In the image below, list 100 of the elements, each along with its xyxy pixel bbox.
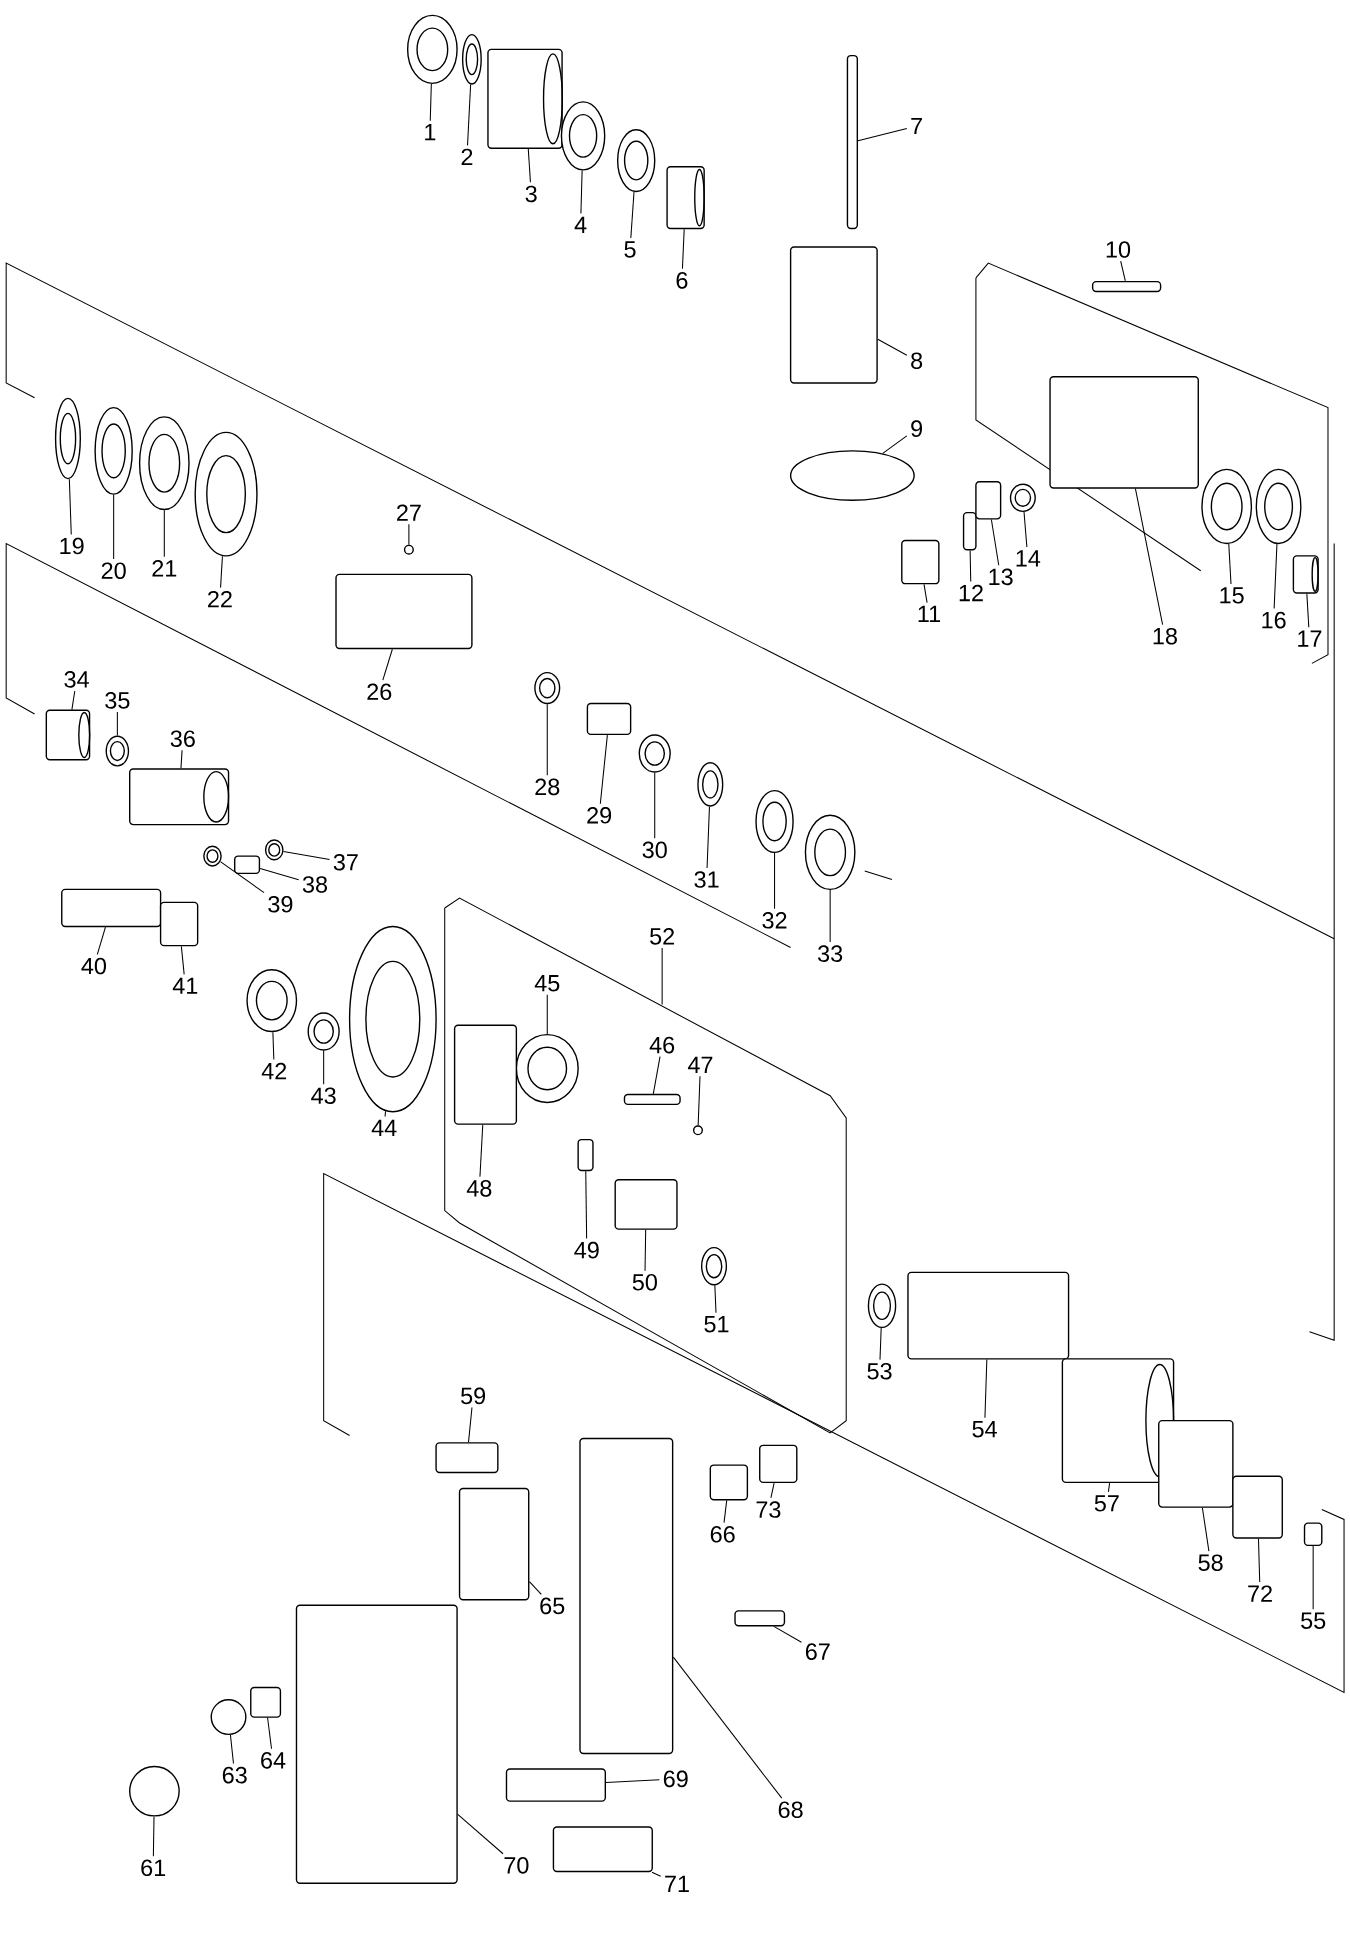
leader-line [1257, 1538, 1261, 1583]
leader-line [773, 1625, 802, 1643]
callout-number: 65 [540, 1597, 565, 1615]
part-drawing [789, 450, 915, 501]
callout-number: 59 [460, 1387, 485, 1405]
callout-number: 27 [396, 504, 421, 521]
ring-drawing [1009, 483, 1036, 513]
sleeve-drawing [45, 709, 91, 761]
assembly-frame [444, 897, 847, 1434]
callout-number: 39 [268, 895, 293, 913]
callout-number: 66 [710, 1525, 735, 1543]
part-drawing [458, 1487, 530, 1601]
callout-number: 32 [762, 912, 787, 929]
callout-number: 40 [81, 957, 106, 975]
leader-line [877, 338, 908, 356]
callout-number: 15 [1220, 587, 1244, 604]
callout-number: 67 [805, 1643, 830, 1660]
callout-number: 52 [649, 928, 674, 945]
callout-number: 19 [60, 537, 84, 555]
part-drawing [1049, 376, 1199, 489]
callout-number: 17 [1298, 630, 1322, 647]
leader-line [723, 1499, 728, 1524]
leader-line [266, 1717, 272, 1750]
leader-line [829, 889, 831, 943]
callout-number: 26 [367, 683, 392, 701]
leader-line [384, 1110, 386, 1117]
callout-number: 7 [911, 117, 922, 135]
callout-number: 1 [425, 124, 436, 141]
ring-drawing [203, 845, 222, 867]
callout-number: 54 [972, 1421, 997, 1438]
callout-number: 53 [867, 1362, 892, 1380]
leader-line [180, 945, 185, 975]
leader-line [879, 1327, 882, 1361]
ring-drawing [638, 734, 671, 773]
leader-line [697, 1075, 701, 1126]
callout-number: 50 [632, 1273, 657, 1291]
callout-number: 8 [911, 352, 923, 369]
callout-number: 18 [1153, 627, 1177, 645]
callout-number: 42 [261, 1062, 286, 1080]
part-drawing [552, 1826, 653, 1873]
leader-line [429, 83, 432, 122]
part-drawing [335, 573, 473, 650]
part-drawing [692, 1125, 703, 1136]
callout-number: 34 [64, 671, 89, 688]
leader-line [714, 1284, 717, 1314]
leader-line [1312, 1545, 1314, 1610]
part-drawing [1303, 1522, 1323, 1547]
callout-number: 22 [207, 590, 232, 608]
part-drawing [210, 1699, 247, 1736]
part-drawing [403, 544, 414, 555]
callout-number: 3 [525, 185, 537, 203]
callout-number: 28 [535, 778, 560, 796]
part-drawing [577, 1138, 594, 1172]
leader-line [882, 435, 908, 454]
part-drawing [1157, 1419, 1234, 1508]
callout-number: 12 [959, 584, 983, 602]
ring-drawing [1201, 468, 1252, 545]
ring-drawing [1255, 468, 1302, 545]
sleeve-drawing [128, 768, 230, 826]
callout-number: 30 [642, 841, 667, 859]
leader-line [546, 994, 548, 1035]
leader-line [672, 1656, 783, 1799]
leader-line [969, 549, 972, 582]
callout-number: 21 [152, 560, 177, 577]
callout-number: 11 [918, 605, 940, 622]
leader-line [408, 523, 410, 546]
leader-line [599, 734, 608, 805]
ring-drawing [700, 1246, 727, 1286]
leader-line [654, 772, 656, 839]
leader-line [116, 711, 118, 737]
leader-line [96, 926, 106, 955]
callout-number: 69 [663, 1770, 688, 1788]
leader-line [467, 1407, 473, 1443]
leader-line [457, 1813, 504, 1855]
ring-drawing [534, 671, 561, 705]
callout-number: 64 [261, 1752, 286, 1769]
leader-line [770, 1482, 775, 1499]
ring-drawing [560, 101, 606, 171]
callout-number: 31 [694, 871, 719, 888]
callout-number: 13 [989, 568, 1013, 586]
leader-line [857, 127, 908, 142]
ring-drawing [515, 1033, 579, 1104]
part-drawing [962, 511, 977, 551]
callout-number: 43 [311, 1087, 336, 1105]
part-drawing [128, 1765, 180, 1817]
callout-number: 44 [371, 1119, 397, 1136]
part-drawing [734, 1610, 786, 1627]
leader-line [71, 690, 76, 711]
callout-number: 6 [676, 272, 688, 289]
part-drawing [789, 246, 878, 384]
ring-drawing [94, 406, 133, 495]
part-drawing [1232, 1475, 1283, 1539]
leader-line [605, 1779, 660, 1783]
leader-line [1228, 543, 1232, 585]
ring-drawing [264, 839, 284, 861]
part-drawing [579, 1437, 674, 1755]
ring-drawing [867, 1283, 897, 1329]
ring-drawing [105, 735, 130, 767]
leader-line [1273, 543, 1278, 610]
callout-number: 55 [1300, 1612, 1326, 1629]
